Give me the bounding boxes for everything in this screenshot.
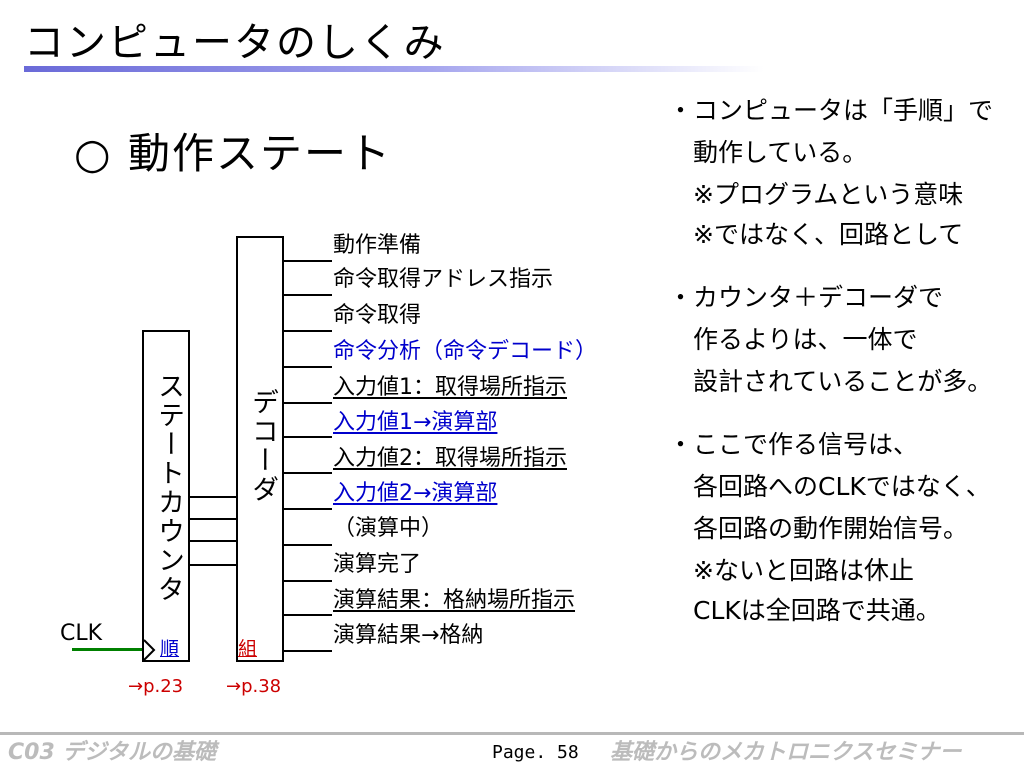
output-line xyxy=(284,330,332,332)
footer-divider xyxy=(0,732,1024,735)
output-label-text: 演算結果：格納場所指示 xyxy=(333,588,576,613)
output-line xyxy=(284,472,332,474)
bus-line-3 xyxy=(190,540,236,542)
output-line xyxy=(284,544,332,546)
output-label: 命令取得アドレス指示 xyxy=(333,267,554,292)
slide-title: コンピュータのしくみ xyxy=(24,20,446,66)
bullet-line-8: ・ここで作る信号は、 xyxy=(668,430,919,459)
output-label: 演算完了 xyxy=(333,552,422,577)
output-line xyxy=(284,436,332,438)
decoder-page-ref: →p.38 xyxy=(226,676,282,697)
output-label: 入力値2→演算部 xyxy=(333,480,497,508)
output-label-text: 入力値1：取得場所指示 xyxy=(333,375,567,400)
output-line xyxy=(284,650,332,652)
title-underline xyxy=(24,66,764,72)
output-line xyxy=(284,402,332,404)
output-line xyxy=(284,614,332,616)
output-label: 動作準備 xyxy=(333,233,422,258)
clk-label: CLK xyxy=(60,621,103,646)
bullet-line-6: 作るよりは、一体で xyxy=(668,325,918,354)
output-line xyxy=(284,260,332,262)
bullet-line-3: ※プログラムという意味 xyxy=(668,180,964,209)
bullet-line-5: ・カウンタ＋デコーダで xyxy=(668,283,944,312)
output-line xyxy=(284,580,332,582)
output-label: 命令取得 xyxy=(333,303,422,328)
decoder-label: デコーダ xyxy=(247,388,278,504)
footer-course: C03 デジタルの基礎 xyxy=(8,740,216,765)
output-label: 演算結果：格納場所指示 xyxy=(333,587,575,615)
output-label-text: 入力値1→演算部 xyxy=(333,410,498,435)
output-line xyxy=(284,508,332,510)
output-label: 入力値2：取得場所指示 xyxy=(333,445,567,473)
bullet-line-2: 動作している。 xyxy=(668,138,868,167)
output-line xyxy=(284,366,332,368)
bullet-line-11: ※ないと回路は休止 xyxy=(668,556,914,585)
footer-page-number: Page. 58 xyxy=(492,742,579,763)
footer-seminar: 基礎からのメカトロニクスセミナー xyxy=(610,740,962,765)
output-label: 演算結果→格納 xyxy=(333,623,484,648)
decoder-tag: 組 xyxy=(238,638,258,660)
output-label: 入力値1→演算部 xyxy=(333,409,497,437)
section-heading: ○ 動作ステート xyxy=(74,129,392,178)
counter-page-ref: →p.23 xyxy=(128,676,184,697)
output-label: （演算中） xyxy=(333,516,444,541)
clk-wire xyxy=(72,648,142,651)
bus-line-2 xyxy=(190,518,236,520)
output-line xyxy=(284,294,332,296)
bullet-line-4: ※ではなく、回路として xyxy=(668,220,964,249)
output-label: 命令分析（命令デコード） xyxy=(333,339,598,364)
output-label-text: 入力値2：取得場所指示 xyxy=(333,446,567,471)
bus-line-1 xyxy=(190,496,236,498)
output-label-text: 入力値2→演算部 xyxy=(333,481,498,506)
bullet-line-1: ・コンピュータは「手順」で xyxy=(668,96,994,125)
state-counter-box xyxy=(142,330,190,662)
bullet-line-7: 設計されていることが多。 xyxy=(668,367,993,396)
state-counter-label: ステートカウンタ xyxy=(153,372,184,604)
clock-edge-triangle-icon xyxy=(143,639,156,661)
bus-line-4 xyxy=(190,564,236,566)
bullet-line-12: CLKは全回路で共通。 xyxy=(668,596,941,625)
output-label: 入力値1：取得場所指示 xyxy=(333,374,567,402)
bullet-line-9: 各回路へのCLKではなく、 xyxy=(668,472,991,501)
decoder-box xyxy=(236,236,284,662)
counter-tag: 順 xyxy=(160,638,180,660)
bullet-line-10: 各回路の動作開始信号。 xyxy=(668,514,969,543)
